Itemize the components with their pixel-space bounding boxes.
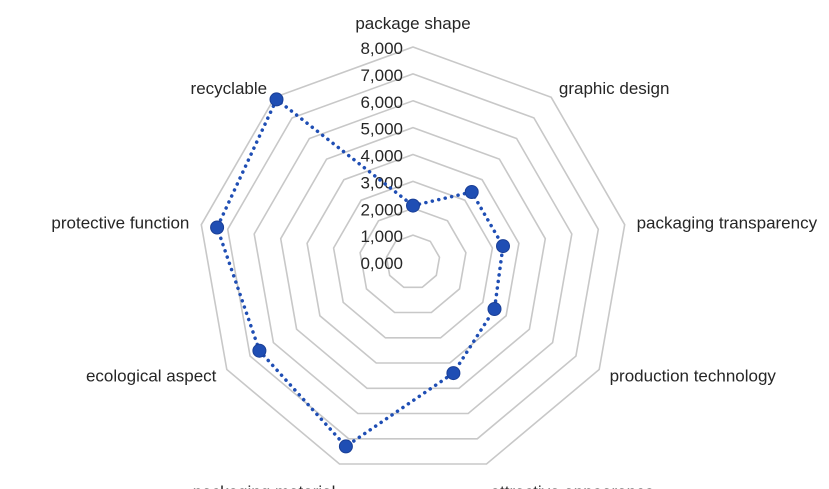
radial-tick-labels: 0,000 1,000 2,000 3,000 4,000 5,000 6,000 7,000… [360,39,403,273]
data-point-graphic-design [464,185,479,199]
category-label-ecological-aspect: ecological aspect [86,367,217,386]
grid-ring-8 [200,46,626,465]
tick-label-2: 2,000 [360,200,403,219]
tick-label-7: 7,000 [360,66,403,85]
tick-label-4: 4,000 [360,147,403,166]
tick-label-6: 6,000 [360,93,403,112]
data-point-package-shape [406,198,420,213]
grid-ring-1 [385,234,441,289]
data-point-recyclable [269,92,284,107]
data-point-attractive-appearance [446,366,461,381]
tick-label-1: 1,000 [360,227,403,246]
category-label-graphic-design: graphic design [559,79,670,98]
tick-label-3: 3,000 [360,173,403,192]
data-point-production-technology [487,302,502,316]
grid-ring-2 [359,207,467,314]
data-series [210,92,510,454]
category-label-packaging-transparency: packaging transparency [637,214,818,233]
grid-ring-6 [253,99,573,415]
category-label-packaging-material: packaging material [193,482,336,489]
tick-label-0: 0,000 [360,254,403,273]
grid-ring-4 [306,153,520,364]
category-label-production-technology: production technology [610,367,777,386]
category-label-protective-function: protective function [51,214,189,233]
grid-ring-3 [332,180,494,339]
category-label-recyclable: recyclable [191,79,268,98]
grid-ring-7 [226,73,600,440]
grid-ring-5 [279,126,547,390]
data-point-ecological-aspect [252,343,267,358]
data-point-packaging-transparency [496,239,510,254]
series-line-0 [215,96,505,449]
category-labels: package shape graphic design packaging tra… [51,14,817,489]
tick-label-5: 5,000 [360,120,403,139]
tick-label-8: 8,000 [360,39,403,58]
radar-grid [200,46,626,465]
data-point-protective-function [210,220,225,235]
category-label-attractive-appearance: attractive appearance [491,482,654,489]
category-label-package-shape: package shape [355,14,470,33]
data-point-packaging-material [338,439,353,454]
